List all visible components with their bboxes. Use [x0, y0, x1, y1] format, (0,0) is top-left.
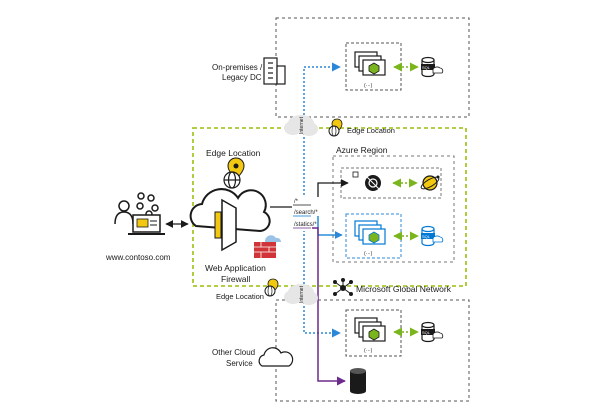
azure-region-boundary	[332, 155, 455, 263]
network-icon	[333, 278, 353, 296]
other-cloud-label-line1: Other Cloud	[212, 348, 255, 357]
firewall-icon	[254, 235, 282, 258]
edge-location-top-label: Edge Location	[347, 126, 395, 135]
building-icon	[263, 57, 286, 85]
vm-scale-set-icon	[354, 51, 386, 76]
link-statics-route	[312, 227, 346, 386]
internet-cloud-top: Internet	[284, 115, 318, 136]
cosmos-icon	[420, 175, 440, 191]
link-to-on-premises	[303, 62, 341, 195]
laptop-icon	[128, 214, 165, 235]
cloud-icon	[258, 347, 294, 367]
other-cloud-label-line2: Service	[226, 359, 253, 368]
sql-label-azure: SQL	[422, 234, 431, 239]
waf-label-line1: Web Application	[205, 263, 266, 273]
sql-database-icon: SQL	[421, 225, 444, 247]
route-statics: /statics/*	[294, 222, 317, 228]
internet-label-top: Internet	[299, 116, 305, 134]
internet-label-bottom: Internet	[299, 285, 305, 303]
link-root-route	[317, 179, 349, 197]
legacy-dc-label: Legacy DC	[222, 73, 262, 82]
on-premises-label: On-premises /	[212, 63, 263, 72]
edge-location-main-label: Edge Location	[206, 148, 261, 158]
vm-scale-set-icon	[354, 220, 386, 245]
azure-region-label: Azure Region	[336, 145, 388, 155]
sql-label-top: SQL	[422, 65, 431, 70]
vm-card-top	[345, 42, 402, 91]
vm-dots-top: (···)	[364, 83, 373, 89]
microsoft-global-network-label: Microsoft Global Network	[356, 284, 452, 294]
vm-scale-set-icon	[354, 317, 386, 342]
front-door-icon	[189, 188, 271, 252]
sql-database-icon: SQL	[421, 321, 444, 343]
app-service-icon	[352, 171, 381, 191]
location-pin-icon	[328, 118, 343, 137]
storage-cylinder-icon	[350, 368, 366, 394]
client-site-label: www.contoso.com	[105, 253, 171, 262]
link-search-route	[317, 216, 343, 239]
route-selector	[292, 196, 312, 231]
location-pin-icon	[264, 278, 279, 297]
vm-dots-bottom: (···)	[364, 348, 373, 354]
route-root: /*	[294, 199, 299, 205]
vm-dots-azure: (···)	[364, 251, 373, 257]
globe-icon	[223, 171, 241, 189]
internet-cloud-bottom: Internet	[284, 284, 318, 305]
sql-label-bottom: SQL	[422, 330, 431, 335]
edge-location-bottom-label: Edge Location	[216, 292, 264, 301]
other-cloud-boundary	[275, 299, 470, 402]
waf-label-line2: Firewall	[221, 274, 250, 284]
users-icon	[114, 192, 159, 225]
sql-database-icon: SQL	[421, 56, 444, 78]
route-search: /search/*	[294, 210, 318, 216]
